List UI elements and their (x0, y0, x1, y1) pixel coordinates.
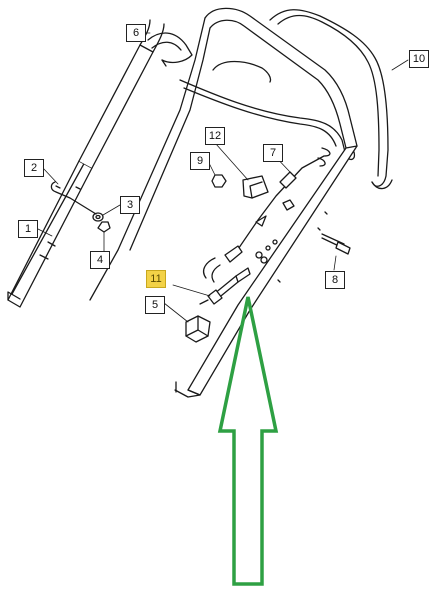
callout-4: 4 (90, 251, 110, 269)
callout-3: 3 (120, 196, 140, 214)
washer-and-nut (92, 212, 111, 233)
lower-left-handle-tube (7, 159, 93, 308)
cable-clamp (185, 315, 211, 343)
hook-bolt (50, 181, 97, 215)
top-bracket (147, 32, 193, 67)
callout-6: 6 (126, 24, 146, 42)
callout-10: 10 (409, 50, 429, 68)
cable-clip (242, 175, 269, 199)
upper-left-handle-tube (78, 19, 165, 169)
callout-9: 9 (190, 152, 210, 170)
control-cable (202, 147, 331, 283)
callout-7: 7 (263, 144, 283, 162)
small-nut (211, 174, 227, 188)
callout-12: 12 (205, 127, 225, 145)
cable-guide-loop (179, 60, 356, 161)
callout-11: 11 (146, 270, 166, 288)
handle-bolt (321, 233, 351, 255)
callout-1: 1 (18, 220, 38, 238)
callout-8: 8 (325, 271, 345, 289)
right-handle-tube (174, 145, 358, 398)
operator-bail (269, 9, 393, 190)
callout-5: 5 (145, 296, 165, 314)
leader-lines (37, 32, 409, 323)
up-arrow-outline-icon (217, 296, 279, 586)
callout-2: 2 (24, 159, 44, 177)
cable-end-fitting (199, 267, 251, 305)
main-handle-loop (89, 7, 358, 301)
